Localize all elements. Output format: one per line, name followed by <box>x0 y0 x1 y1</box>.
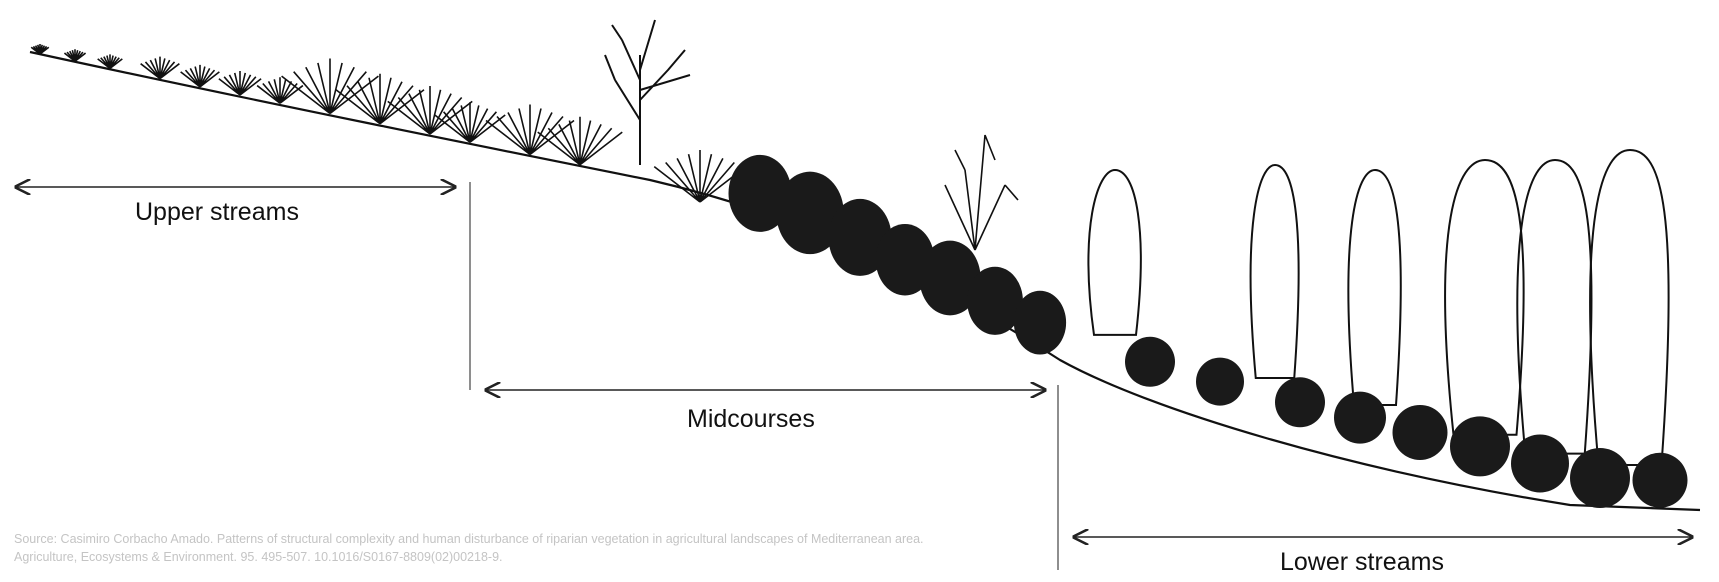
shrub-mark <box>388 86 472 134</box>
midcourses-label: Midcourses <box>687 405 815 434</box>
shrub-mark <box>257 77 303 103</box>
tree-crown-mark <box>1251 165 1299 378</box>
shrub-mark <box>141 57 180 79</box>
shrub-mark <box>538 117 622 165</box>
lower-shrub-mark <box>1275 377 1325 427</box>
shrub-mark <box>435 102 505 142</box>
tree-crown-mark <box>1517 160 1591 454</box>
lower-shrub-mark <box>1393 405 1448 460</box>
source-citation: Source: Casimiro Corbacho Amado. Pattern… <box>14 530 974 566</box>
dense-shrub-mark <box>1014 291 1066 355</box>
lower-streams-vegetation <box>1125 337 1688 508</box>
lower-shrub-mark <box>1450 416 1510 476</box>
lower-shrub-mark <box>1633 453 1688 508</box>
tree-crown-mark <box>1445 160 1524 435</box>
upper-streams-label: Upper streams <box>135 198 299 227</box>
shrub-mark <box>219 71 261 95</box>
hillside-ground-line <box>30 52 1700 510</box>
lower-shrub-mark <box>1125 337 1175 387</box>
bare-shrub-mid <box>945 135 1018 250</box>
midcourses-vegetation <box>729 155 1067 355</box>
lower-streams-label: Lower streams <box>1280 548 1444 577</box>
tree-crown-mark <box>1088 170 1140 335</box>
lower-shrub-mark <box>1511 435 1569 493</box>
lower-shrub-mark <box>1196 358 1244 406</box>
tree-crown-mark <box>1590 150 1669 465</box>
shrub-mark <box>181 65 220 87</box>
bare-tree <box>605 20 690 165</box>
lower-shrub-mark <box>1334 392 1386 444</box>
lower-shrub-mark <box>1570 448 1630 508</box>
tree-crown-mark <box>1348 170 1400 405</box>
